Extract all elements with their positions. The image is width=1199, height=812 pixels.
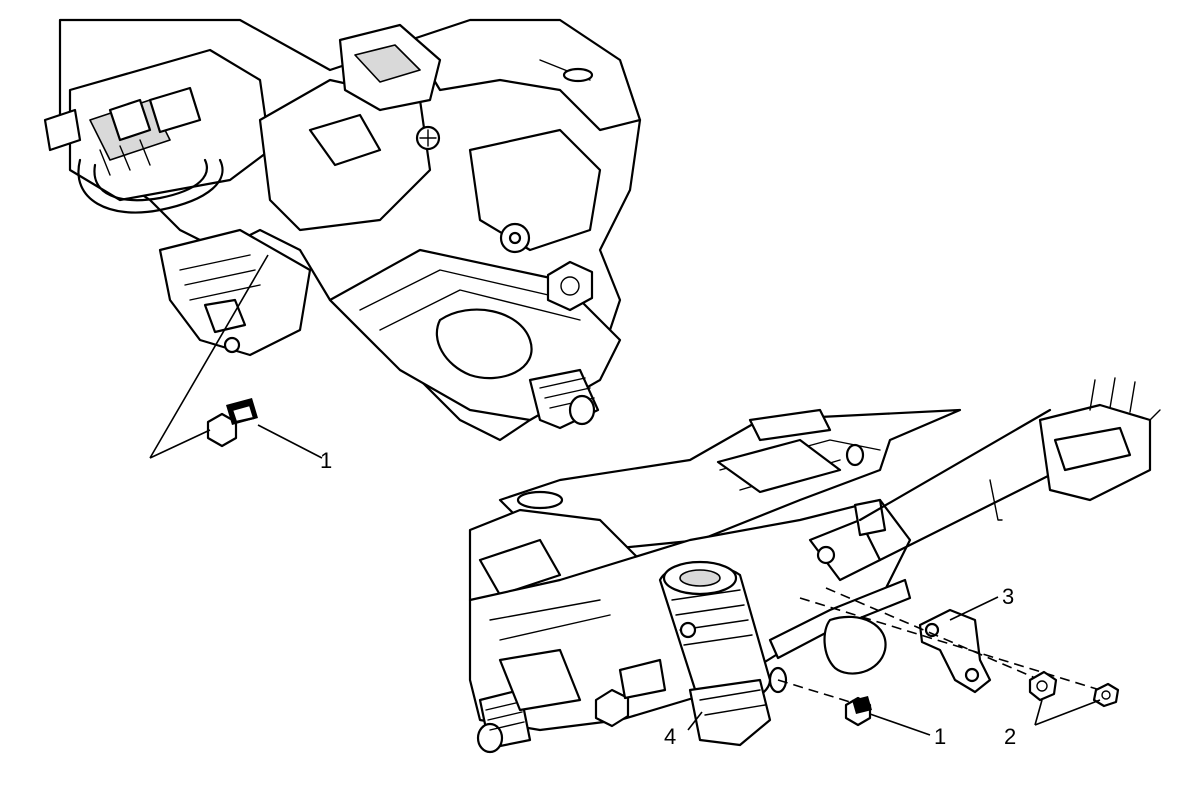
callout-4: 4 — [664, 724, 676, 749]
leader-upper-bolt — [257, 424, 323, 459]
leader-3 — [949, 596, 999, 621]
leader-lower-1 — [869, 713, 931, 736]
alignment-line-lower — [777, 679, 861, 706]
alignment-line-mid — [799, 597, 1101, 691]
nut-item-2a — [1028, 670, 1058, 702]
nut-item-2b — [1092, 682, 1120, 708]
leader-2 — [1034, 699, 1101, 726]
leader-4 — [687, 711, 703, 731]
lower-steering-column-assembly — [468, 377, 1161, 754]
bracket-item-3 — [918, 608, 992, 694]
alignment-line-upper — [825, 587, 1041, 681]
callout-1-lower: 1 — [934, 724, 946, 749]
callout-2: 2 — [1004, 724, 1016, 749]
bolt-upper — [206, 398, 258, 448]
callout-3: 3 — [1002, 584, 1014, 609]
bolt-lower — [844, 696, 872, 727]
upper-steering-column-assembly — [43, 18, 642, 442]
leader-upper-1 — [149, 254, 269, 459]
callout-1-upper: 1 — [320, 448, 332, 473]
